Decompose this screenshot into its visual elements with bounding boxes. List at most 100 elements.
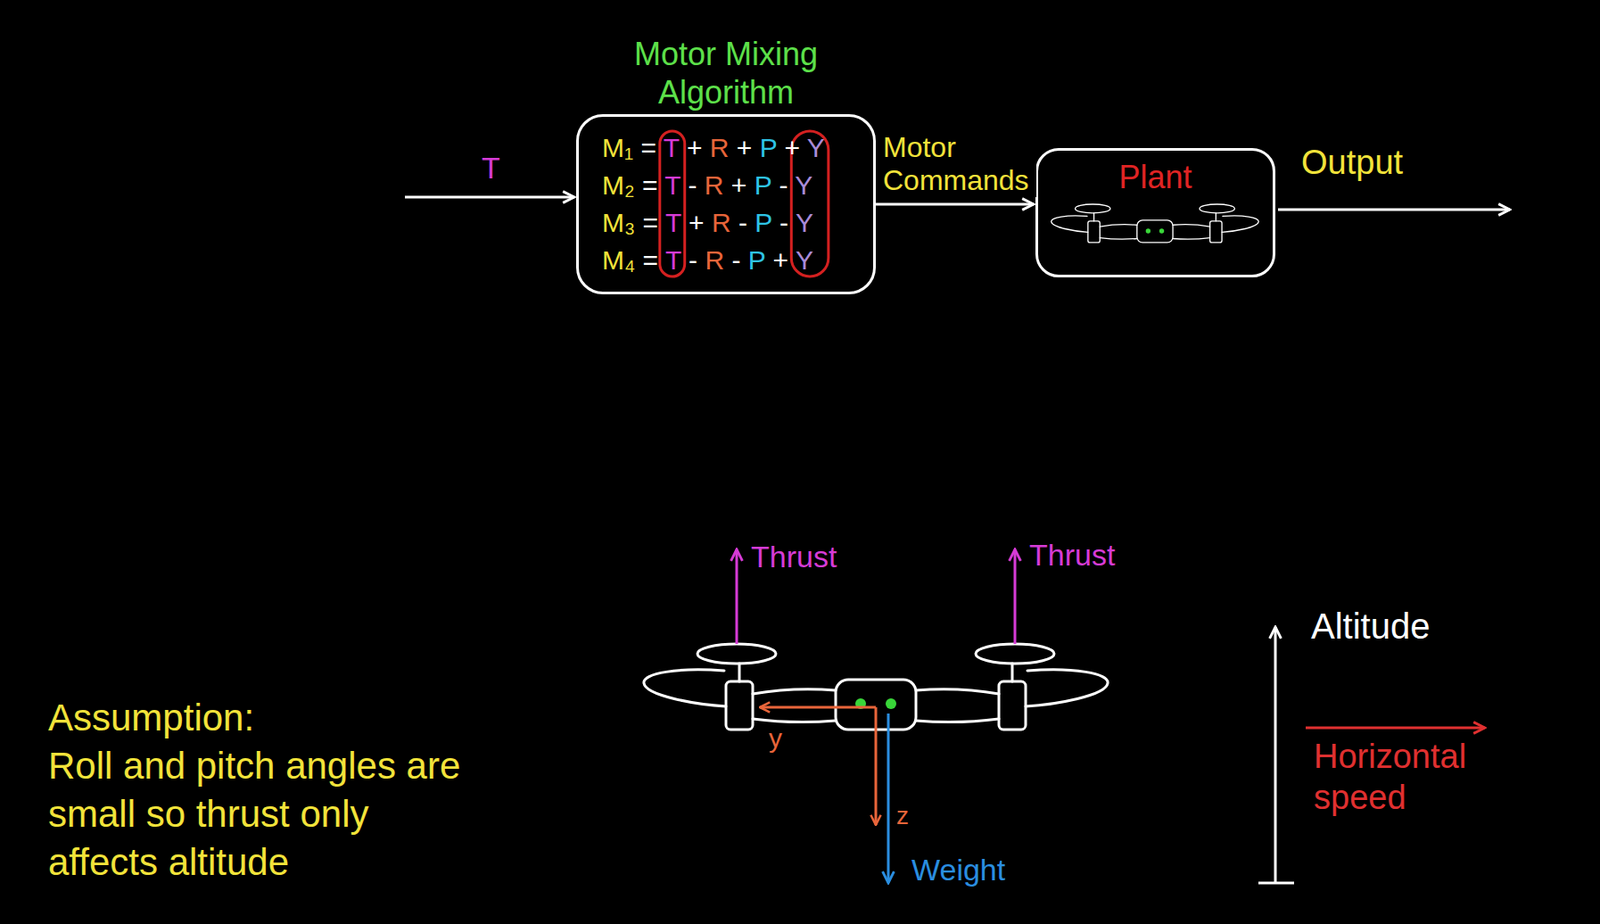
equation-term: P <box>754 207 772 238</box>
equation-term <box>658 207 666 238</box>
equation-term: R <box>709 132 730 163</box>
note-text: Roll and pitch angles are small so thrus… <box>48 742 477 888</box>
force-label: Weight <box>911 851 1006 889</box>
input-arrow <box>404 196 575 199</box>
equation-term: = <box>640 132 657 163</box>
equation-term <box>681 207 689 238</box>
block-label: Plant <box>1052 157 1259 197</box>
equation-term: + <box>784 132 801 163</box>
equation-term: Y <box>794 170 813 200</box>
equation-term: P <box>759 132 777 163</box>
body-axis-arrow <box>874 707 878 825</box>
note-heading: Assumption: <box>48 695 255 741</box>
output-arrow <box>1278 208 1510 212</box>
signal-arrow <box>875 203 1034 207</box>
equation-term <box>679 132 687 163</box>
equation-term: - <box>687 170 697 200</box>
equation-term: - <box>731 245 741 275</box>
equation-term <box>633 132 641 163</box>
equation-term <box>680 170 688 200</box>
equation-term: - <box>779 170 789 200</box>
equation-term: + <box>688 207 705 238</box>
equation-term <box>681 245 689 275</box>
equation-term <box>704 207 712 238</box>
equation-term <box>697 245 705 275</box>
equation-term: T <box>665 245 682 275</box>
equation-term <box>635 207 643 238</box>
force-label: Thrust <box>750 538 837 576</box>
signal-name: T <box>481 149 501 187</box>
plant-block: Plant <box>1035 148 1276 278</box>
equation-term <box>772 207 780 238</box>
equation-term <box>723 170 731 200</box>
equation-term: M₄ <box>602 245 636 275</box>
equation-term: + <box>773 245 790 275</box>
algorithm-block: Motor Mixing AlgorithmM₁ = T + R + P + Y… <box>576 114 876 295</box>
block-title: Motor Mixing Algorithm <box>578 34 874 112</box>
equation-term <box>696 170 704 200</box>
equation-term: = <box>642 170 659 200</box>
equation-term: M₁ <box>602 132 634 163</box>
equation-term: Y <box>795 245 814 275</box>
equation-term: T <box>665 207 682 238</box>
equation-term: R <box>704 245 725 275</box>
equation-term: + <box>731 170 748 200</box>
mixing-equation: M₄ = T - R - P + Y <box>602 241 814 280</box>
speed-arrow <box>1305 726 1485 730</box>
equation-term: + <box>736 132 753 163</box>
equation-term <box>701 132 710 163</box>
equation-term: Y <box>795 207 814 238</box>
equation-term <box>776 132 784 163</box>
equation-term <box>731 207 739 238</box>
equation-term: P <box>754 170 772 200</box>
equation-term <box>746 170 754 200</box>
axis-label: Altitude <box>1311 604 1430 648</box>
equation-term <box>656 132 664 163</box>
equation-term <box>658 245 666 275</box>
mixing-equation: M₁ = T + R + P + Y <box>602 129 825 167</box>
force-label: Thrust <box>1029 536 1115 574</box>
axis-label: Horizontal speed <box>1313 736 1519 818</box>
altitude-axis <box>1274 626 1278 883</box>
equation-term: - <box>738 207 748 238</box>
equation-term <box>747 207 755 238</box>
equation-term <box>658 170 666 200</box>
weight-arrow <box>887 713 891 883</box>
equation-term: = <box>643 207 660 238</box>
equation-term <box>728 132 736 163</box>
equation-term: R <box>704 170 725 200</box>
equation-term <box>635 170 643 200</box>
body-axis-arrow <box>759 706 876 710</box>
equation-term <box>771 170 779 200</box>
equation-term <box>765 245 773 275</box>
equation-term: Y <box>807 132 825 163</box>
equation-term: - <box>779 207 789 238</box>
equation-term <box>788 207 796 238</box>
equation-term: T <box>664 170 681 200</box>
equation-term <box>800 132 808 163</box>
equation-term: T <box>663 132 680 163</box>
equation-term <box>788 245 796 275</box>
equation-term: P <box>748 245 766 275</box>
altitude-base <box>1258 882 1295 885</box>
thrust-arrow <box>1014 549 1017 644</box>
signal-label: Motor Commands <box>882 131 1037 198</box>
equation-term <box>751 132 759 163</box>
column-highlight <box>659 131 685 277</box>
signal-name: Output <box>1301 142 1403 184</box>
equation-term <box>740 245 748 275</box>
mixing-equation: M₂ = T - R + P - Y <box>602 166 813 205</box>
equation-term: R <box>711 207 732 238</box>
mixing-equation: M₃ = T + R - P - Y <box>602 204 814 242</box>
equation-term <box>724 245 732 275</box>
equation-term: M₂ <box>602 170 636 200</box>
equation-term <box>788 170 796 200</box>
equation-term <box>635 245 643 275</box>
axis-label: z <box>896 800 909 832</box>
thrust-arrow <box>735 549 739 644</box>
equation-term: = <box>643 245 660 275</box>
plant-drone-icon <box>1051 204 1260 243</box>
equation-term: + <box>686 132 703 163</box>
equation-term: M₃ <box>602 207 636 238</box>
